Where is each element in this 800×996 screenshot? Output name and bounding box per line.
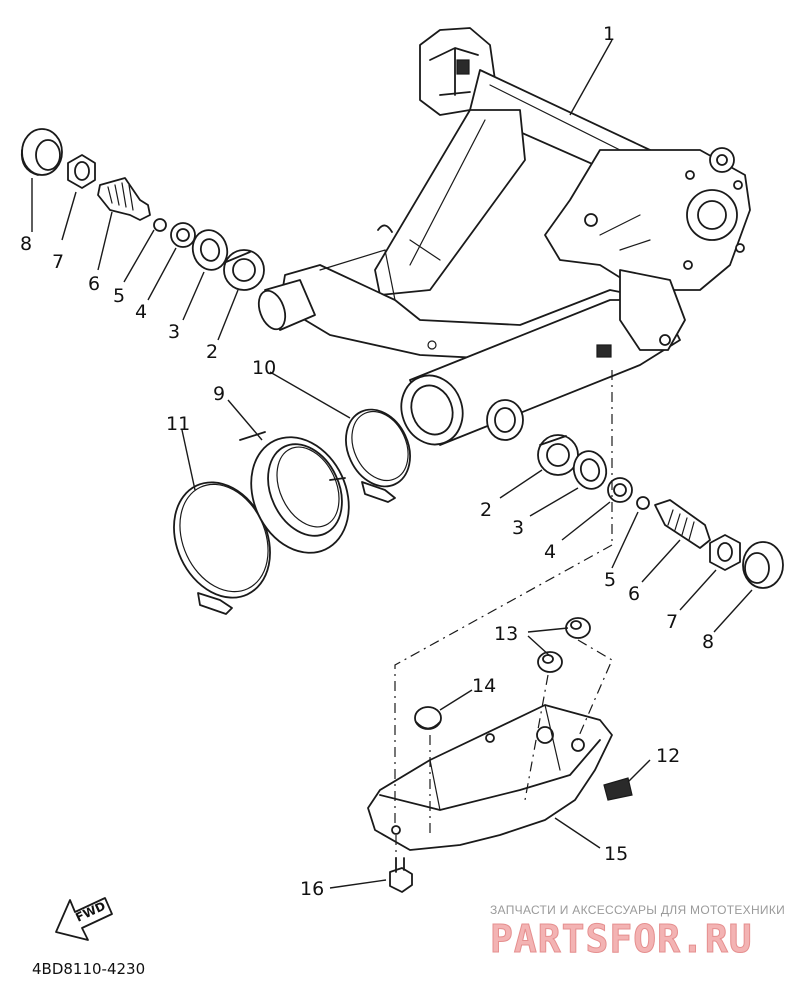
shaft-6-left	[97, 177, 151, 221]
left-bearing-stack	[20, 128, 265, 291]
callout-6-right: 6	[628, 583, 640, 605]
callout-3-right: 3	[512, 517, 524, 539]
watermark: ЗАПЧАСТИ И АКСЕССУАРЫ ДЛЯ МОТОТЕХНИКИ PA…	[490, 903, 785, 962]
boot-9	[250, 436, 350, 554]
guard-12	[367, 704, 613, 851]
callout-10: 10	[252, 357, 276, 379]
chain-guard-assembly	[367, 617, 633, 893]
callout-2-left: 2	[206, 341, 218, 363]
forward-arrow: FWD	[55, 897, 113, 941]
callout-9: 9	[213, 383, 225, 405]
bearing-2-left	[223, 249, 265, 291]
callout-6-left: 6	[88, 273, 100, 295]
assembly-lines	[394, 370, 613, 860]
callout-8-left: 8	[20, 233, 32, 255]
nut-7-left	[67, 154, 96, 189]
callouts: 1 8 7 6 5 4 3 2 10 9 11 2 3 4 5 6 7 8 13…	[20, 23, 714, 900]
right-bearing-stack	[537, 434, 784, 589]
seal-3-right	[572, 450, 608, 490]
boot-and-bands	[173, 408, 411, 615]
watermark-tagline: ЗАПЧАСТИ И АКСЕССУАРЫ ДЛЯ МОТОТЕХНИКИ	[490, 903, 785, 917]
callout-16: 16	[300, 878, 324, 900]
bolt-16	[389, 857, 413, 893]
callout-5-left: 5	[113, 285, 125, 307]
callout-7-right: 7	[666, 611, 678, 633]
callout-13: 12	[656, 745, 680, 767]
callout-1: 1	[603, 23, 615, 45]
callout-15: 14	[472, 675, 496, 697]
callout-2-right: 2	[480, 499, 492, 521]
callout-7-left: 7	[52, 251, 64, 273]
shaft-6-right	[654, 499, 711, 549]
callout-14: 13	[494, 623, 518, 645]
grommet-14-b	[537, 651, 563, 673]
collar-4-left	[170, 222, 196, 248]
callout-8-right: 8	[702, 631, 714, 653]
plug-15	[414, 706, 442, 730]
callout-4-right: 4	[544, 541, 556, 563]
bearing-2-right	[537, 434, 579, 476]
watermark-brand: PARTSFOR.RU	[490, 917, 753, 961]
callout-3-left: 3	[168, 321, 180, 343]
callout-12: 15	[604, 843, 628, 865]
seal-3-left	[191, 229, 229, 271]
oring-5-right	[636, 496, 650, 510]
part-code: 4BD8110-4230	[32, 960, 145, 978]
cap-8-left	[20, 128, 63, 176]
callout-5-right: 5	[604, 569, 616, 591]
callout-11: 11	[166, 413, 190, 435]
leader-lines	[31, 39, 753, 889]
band-10	[345, 408, 411, 488]
grommet-14-a	[565, 617, 591, 639]
nut-7-right	[709, 534, 741, 571]
callout-4-left: 4	[135, 301, 147, 323]
collar-4-right	[607, 477, 633, 503]
swingarm-frame	[257, 27, 751, 446]
pad-13	[603, 777, 633, 801]
cap-8-right	[742, 541, 784, 589]
oring-5-left	[153, 218, 167, 232]
